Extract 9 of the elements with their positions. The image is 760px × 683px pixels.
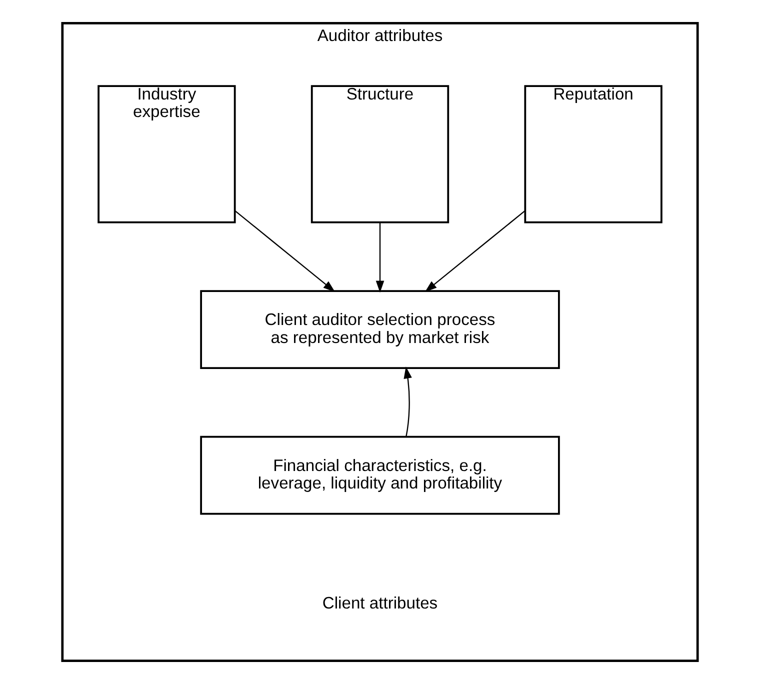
node-box: Financial characteristics, e.g. leverage, liquidity and profitability: [200, 435, 560, 514]
arrow: [424, 210, 526, 292]
arrow: [404, 366, 412, 436]
node-box: Industry expertise: [98, 84, 236, 223]
node-box: Reputation: [524, 84, 662, 223]
node-box: Structure: [310, 84, 450, 223]
arrow: [376, 222, 384, 292]
node-box: Client auditor selection process as represented by market risk: [200, 290, 560, 369]
arrow: [234, 210, 336, 292]
